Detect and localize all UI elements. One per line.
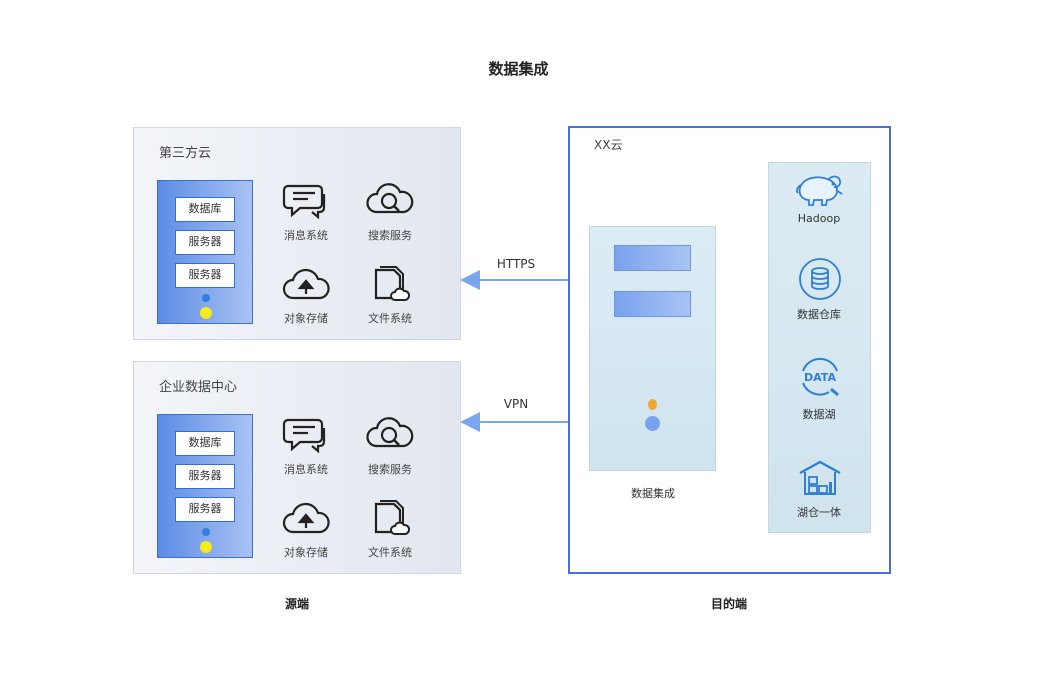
icon-label: 搜索服务 bbox=[368, 229, 412, 242]
integration-label: 数据集成 bbox=[631, 487, 675, 500]
status-light-yellow bbox=[200, 307, 212, 319]
cloud-upload-icon bbox=[282, 498, 330, 538]
server-bay bbox=[614, 245, 691, 271]
cloud-upload-icon bbox=[282, 264, 330, 304]
data-lake-icon-text: DATA bbox=[804, 371, 836, 384]
message-icon bbox=[282, 414, 330, 454]
server-slot-database: 数据库 bbox=[175, 197, 235, 222]
status-light-blue bbox=[645, 416, 660, 431]
search-icon bbox=[366, 180, 414, 220]
search-icon bbox=[366, 414, 414, 454]
server-rack: 数据库 服务器 服务器 bbox=[157, 414, 253, 558]
stack-label: 数据仓库 bbox=[797, 308, 841, 321]
server-slot-database: 数据库 bbox=[175, 431, 235, 456]
stack-label: 数据湖 bbox=[802, 408, 836, 421]
vpn-label: VPN bbox=[503, 397, 529, 411]
hadoop-icon bbox=[795, 173, 845, 207]
icon-label: 文件系统 bbox=[368, 546, 412, 559]
icon-label: 消息系统 bbox=[284, 463, 328, 476]
server-rack: 数据库 服务器 服务器 bbox=[157, 180, 253, 324]
server-slot-server: 服务器 bbox=[175, 497, 235, 522]
panel-label: 第三方云 bbox=[159, 146, 212, 161]
data-lake-icon: DATA bbox=[795, 357, 845, 397]
https-label: HTTPS bbox=[496, 257, 536, 271]
diagram-title: 数据集成 bbox=[488, 60, 549, 78]
lakehouse-icon bbox=[797, 459, 843, 497]
destination-cloud-box: XX云 数据集成 Hadoop 数据仓 bbox=[568, 126, 891, 574]
server-slot-server: 服务器 bbox=[175, 263, 235, 288]
destination-label: XX云 bbox=[594, 138, 623, 152]
file-system-icon bbox=[366, 264, 414, 304]
icon-label: 对象存储 bbox=[284, 546, 328, 559]
icon-label: 消息系统 bbox=[284, 229, 328, 242]
stack-label: Hadoop bbox=[797, 212, 841, 225]
status-light-yellow bbox=[200, 541, 212, 553]
stack-label: 湖仓一体 bbox=[797, 506, 841, 519]
icon-label: 搜索服务 bbox=[368, 463, 412, 476]
status-light-blue bbox=[202, 294, 210, 302]
icon-label: 对象存储 bbox=[284, 312, 328, 325]
status-light-blue bbox=[202, 528, 210, 536]
target-storage-stack: Hadoop 数据仓库 DATA 数据湖 bbox=[768, 162, 871, 533]
source-panel-enterprise-datacenter: 企业数据中心 数据库 服务器 服务器 消息系统 搜索服务 对象存储 bbox=[133, 361, 461, 574]
destination-bottom-label: 目的端 bbox=[710, 597, 747, 611]
file-system-icon bbox=[366, 498, 414, 538]
panel-label: 企业数据中心 bbox=[159, 380, 238, 395]
integration-server bbox=[589, 226, 716, 471]
icon-label: 文件系统 bbox=[368, 312, 412, 325]
data-warehouse-icon bbox=[797, 256, 843, 302]
server-slot-server: 服务器 bbox=[175, 230, 235, 255]
source-panel-third-party-cloud: 第三方云 数据库 服务器 服务器 消息系统 搜索服务 对象存储 bbox=[133, 127, 461, 340]
server-slot-server: 服务器 bbox=[175, 464, 235, 489]
message-icon bbox=[282, 180, 330, 220]
server-bay bbox=[614, 291, 691, 317]
source-label: 源端 bbox=[284, 597, 309, 611]
status-light-orange bbox=[648, 399, 657, 410]
